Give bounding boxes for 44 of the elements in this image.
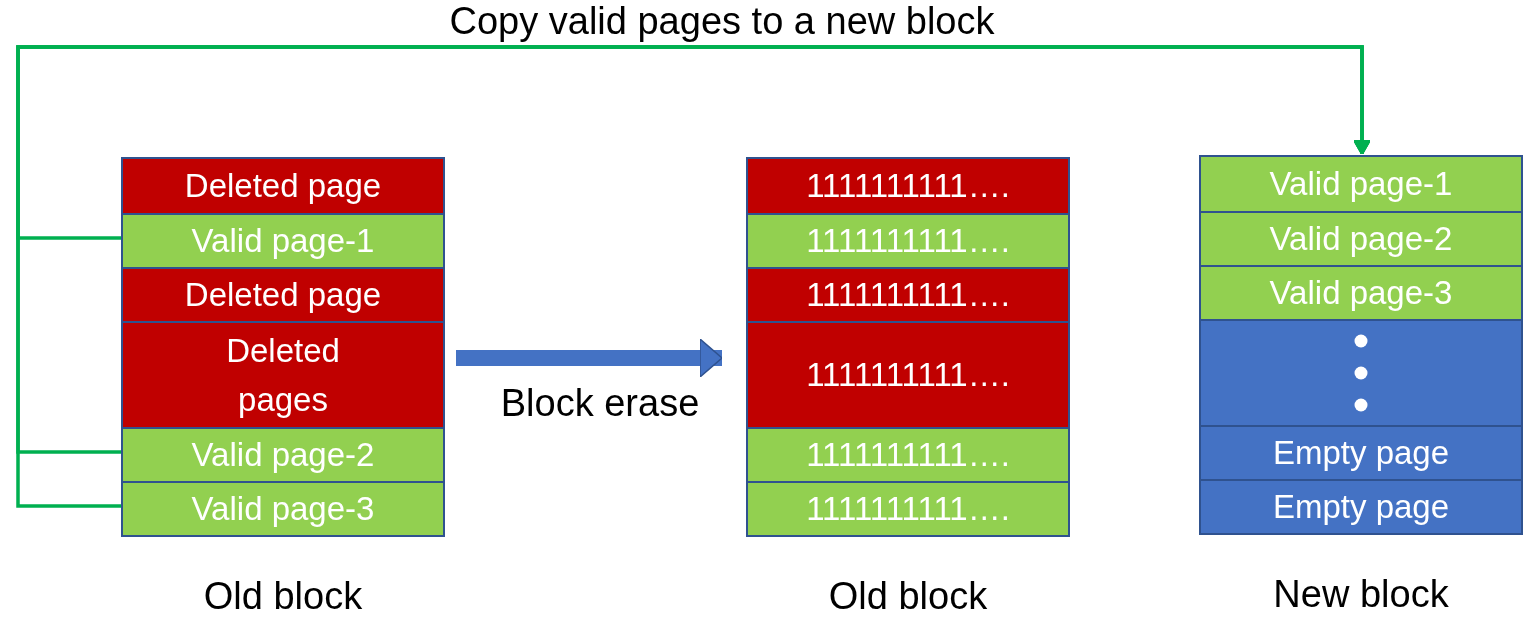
- page-row: [748, 481, 1068, 535]
- page-row: [123, 213, 443, 267]
- page-row: [748, 159, 1068, 213]
- page-label: Empty page: [1272, 487, 1450, 528]
- page-label: Valid page-3: [191, 489, 375, 530]
- block-column: [121, 157, 445, 537]
- empty-pages-row: [1201, 319, 1521, 425]
- block-caption: New block: [1273, 573, 1449, 616]
- page-label: Deleted pages: [225, 330, 341, 420]
- page-label: Deleted page: [184, 166, 382, 207]
- page-row: [123, 481, 443, 535]
- page-row: [123, 427, 443, 481]
- page-row: [748, 213, 1068, 267]
- page-row: [1201, 157, 1521, 211]
- page-row: [748, 321, 1068, 427]
- page-label: 1111111111….: [806, 435, 1010, 476]
- page-label: 1111111111….: [806, 489, 1010, 530]
- page-row: [123, 267, 443, 321]
- block-column: [746, 157, 1070, 537]
- page-label: 1111111111….: [806, 166, 1010, 207]
- page-row: [748, 267, 1068, 321]
- page-row: [1201, 211, 1521, 265]
- page-label: Deleted page: [184, 275, 382, 316]
- block-caption: Old block: [203, 575, 363, 618]
- page-row: [1201, 425, 1521, 479]
- page-label: Valid page-1: [191, 221, 375, 262]
- page-label: Valid page-3: [1269, 273, 1453, 314]
- page-row: [1201, 479, 1521, 533]
- page-label: Empty page: [1272, 433, 1450, 474]
- page-label: Valid page-2: [1269, 219, 1453, 260]
- page-row: [1201, 265, 1521, 319]
- page-label: 1111111111….: [806, 355, 1010, 396]
- block-column: [1199, 155, 1523, 535]
- page-row: [123, 321, 443, 427]
- arrow: [456, 338, 723, 378]
- edge-label: Block erase: [500, 382, 700, 425]
- page-row: [748, 427, 1068, 481]
- page-row: [123, 159, 443, 213]
- page-label: 1111111111….: [806, 221, 1010, 262]
- page-label: 1111111111….: [806, 275, 1010, 316]
- page-label: Valid page-2: [191, 435, 375, 476]
- block-caption: Old block: [828, 575, 988, 618]
- edge-label: Copy valid pages to a new block: [449, 0, 995, 43]
- page-label: Valid page-1: [1269, 164, 1453, 205]
